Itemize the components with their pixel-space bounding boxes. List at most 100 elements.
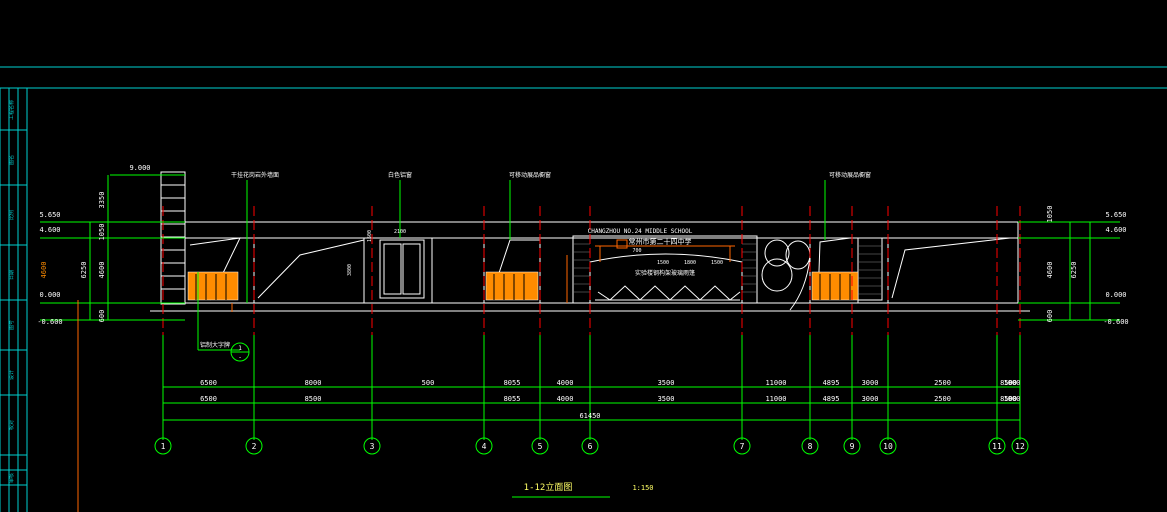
axis-label-12: 12 [1015, 442, 1025, 451]
axis-lines [162, 206, 1021, 335]
axis-bubble-12 [1011, 437, 1029, 455]
elevation-right-2: 0.000 [1105, 291, 1126, 299]
vdim-left-4: 600 [98, 310, 106, 323]
axis-bubble-1 [154, 437, 172, 455]
vdim-right-2: 6250 [1070, 262, 1078, 279]
title-block-text-2: 比例 [8, 210, 15, 220]
vdim-left-5: 4600 [40, 262, 48, 279]
title-block-text-7: 审核 [8, 473, 15, 483]
label-showcase-2: 可移动展品橱窗 [829, 171, 871, 179]
dim-row1-7: 4895 [823, 379, 840, 387]
dim-row2-11: 1000 [1004, 395, 1021, 403]
axis-label-1: 1 [161, 442, 166, 451]
axis-label-3: 3 [370, 442, 375, 451]
axis-label-11: 11 [992, 442, 1002, 451]
vdim-left-2: 4600 [98, 262, 106, 279]
vdim-left-1: 1050 [98, 224, 106, 241]
title-block-text-1: 图名 [8, 155, 15, 165]
dim-row1-1: 8000 [305, 379, 322, 387]
inner-dim-3: 700 [632, 248, 641, 254]
dim-row2-3: 8055 [504, 395, 521, 403]
title-block-text-3: 日期 [9, 270, 15, 280]
dimension-ticks [162, 335, 1021, 440]
school-name: CHANGZHOU NO.24 MIDDLE SCHOOL [588, 228, 693, 235]
label-window: 白色铝窗 [388, 171, 412, 179]
dim-row1-9: 2500 [934, 379, 951, 387]
window-mullions [195, 274, 851, 300]
title-block-text-4: 图号 [9, 320, 15, 330]
vdim-right-0: 1050 [1046, 206, 1054, 223]
callout-number: 1 [238, 345, 242, 352]
drawing-scale: 1:150 [632, 484, 653, 492]
vdim-right-1: 4600 [1046, 262, 1054, 279]
dim-row1-11: 1000 [1004, 379, 1021, 387]
dim-row2-1: 8500 [305, 395, 322, 403]
label-showcase-1: 可移动展品橱窗 [509, 171, 551, 179]
dim-total: 61450 [579, 412, 600, 420]
inner-dim-0: 2100 [394, 229, 406, 235]
vdim-right-3: 600 [1046, 310, 1054, 323]
elevation-left-2: 4.600 [39, 226, 60, 234]
elevation-left-1: 5.650 [39, 211, 60, 219]
gate-sign: 常州市第二十四中学 [629, 237, 692, 246]
axis-label-7: 7 [740, 442, 745, 451]
inner-dim-1: 1500 [367, 230, 373, 242]
elevation-right-1: 4.600 [1105, 226, 1126, 234]
inner-dim-5: 1800 [684, 260, 696, 266]
dim-row1-10: 8500 [1000, 379, 1017, 387]
dim-row1-4: 4000 [557, 379, 574, 387]
axis-label-2: 2 [252, 442, 257, 451]
elevation-right-0: 5.650 [1105, 211, 1126, 219]
elevation-left-3: 0.000 [39, 291, 60, 299]
vdim-left-0: 3350 [98, 192, 106, 209]
axis-bubble-10 [879, 437, 897, 455]
dim-row2-6: 11000 [765, 395, 786, 403]
axis-bubble-2 [245, 437, 263, 455]
axis-bubble-6 [581, 437, 599, 455]
label-sign: 铝制大字牌 [200, 341, 230, 349]
axis-bubble-7 [733, 437, 751, 455]
gate-canopy: 实验楼钢构架玻璃雨篷 [635, 269, 695, 277]
title-block-text-0: 工程名称 [8, 100, 15, 120]
annotation-texts: 9.000 5.650 4.600 0.000 -0.600 5.650 4.600 0.00… [37, 164, 1128, 420]
elevation-left-4: -0.600 [37, 318, 62, 326]
elevation-left-0: 9.000 [129, 164, 150, 172]
axis-label-8: 8 [808, 442, 813, 451]
axis-label-5: 5 [538, 442, 543, 451]
axis-label-6: 6 [588, 442, 593, 451]
axis-label-9: 9 [850, 442, 855, 451]
display-windows [187, 271, 859, 301]
callout-sub: - [238, 354, 242, 361]
drawing-frame [0, 66, 1167, 512]
dim-row2-7: 4895 [823, 395, 840, 403]
axis-bubble-11 [988, 437, 1006, 455]
inner-dim-6: 1500 [711, 260, 723, 266]
axis-label-10: 10 [883, 442, 893, 451]
axis-bubble-4 [475, 437, 493, 455]
dim-row1-0: 6500 [200, 379, 217, 387]
dim-row2-8: 3000 [862, 395, 879, 403]
dim-row1-8: 3000 [862, 379, 879, 387]
axis-bubble-8 [801, 437, 819, 455]
inner-dim-2: 3800 [347, 264, 353, 276]
dim-row2-4: 4000 [557, 395, 574, 403]
axis-bubble-9 [843, 437, 861, 455]
vdim-left-3: 6250 [80, 262, 88, 279]
title-block-text-5: 设计 [8, 370, 15, 380]
dimension-lines [40, 174, 1120, 421]
inner-dim-4: 1500 [657, 260, 669, 266]
axis-bubble-5 [531, 437, 549, 455]
stone-hatch [573, 243, 882, 295]
dim-row2-5: 3500 [658, 395, 675, 403]
axis-bubble-3 [363, 437, 381, 455]
orange-marks [77, 239, 735, 512]
axis-label-4: 4 [482, 442, 487, 451]
dim-row1-5: 3500 [658, 379, 675, 387]
drawing-title: 1-12立面图 [524, 481, 573, 493]
elevation-right-3: -0.600 [1103, 318, 1128, 326]
dim-row1-6: 11000 [765, 379, 786, 387]
dim-row1-2: 500 [422, 379, 435, 387]
